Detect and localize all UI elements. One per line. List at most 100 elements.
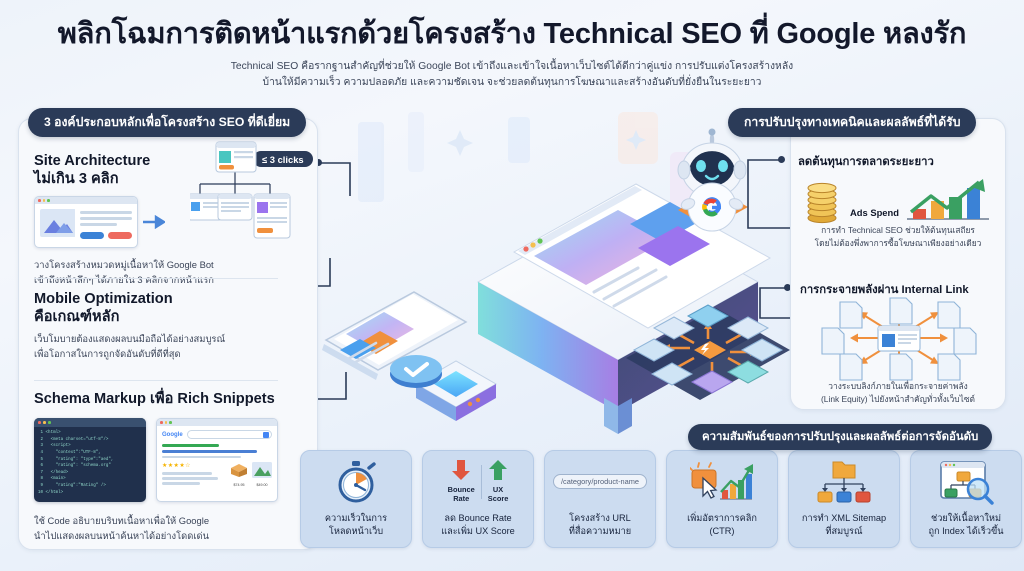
left-block-schema-markup: Schema Markup เพื่อ Rich Snippets xyxy=(34,390,306,408)
card-4-caption-line1: เพิ่มอัตราการคลิก xyxy=(687,513,757,524)
bg-shards xyxy=(358,112,700,212)
card-3-caption: โครงสร้าง URL ที่สื่อความหมาย xyxy=(564,512,636,538)
left-block-2-title-th: คือเกณฑ์หลัก xyxy=(34,309,120,326)
left-block-2-title: Mobile Optimization คือเกณฑ์หลัก xyxy=(34,290,306,326)
coin-stack-icon xyxy=(807,182,837,224)
card-1-caption-line1: ความเร็วในการ xyxy=(324,513,388,524)
arrow-up-green-icon xyxy=(489,460,508,481)
bottom-heading: ความสัมพันธ์ของการปรับปรุงและผลลัพธ์ต่อก… xyxy=(688,424,993,450)
product-thumb-image-icon xyxy=(252,462,272,479)
left-panel-heading: 3 องค์ประกอบหลักเพื่อโครงสร้าง SEO ที่ดี… xyxy=(28,108,307,137)
click-chart-icon xyxy=(667,451,777,512)
internal-link-diagram xyxy=(821,297,977,381)
card-6-caption-line1: ช่วยให้เนื้อหาใหม่ xyxy=(930,513,1002,524)
left-block-1-body-line1: วางโครงสร้างหมวดหมู่เนื้อหาให้ Google Bo… xyxy=(34,259,214,270)
product-thumb-box-icon xyxy=(231,464,247,478)
left-block-1-body-line2: เข้าถึงหน้าลึกๆ ได้ภายใน 3 คลิกจากหน้าแร… xyxy=(34,273,214,285)
bounce-label-2: Rate xyxy=(453,494,470,504)
url-pill-icon: /category/product-name xyxy=(545,451,655,512)
arrow-down-red-icon xyxy=(452,460,471,481)
page-title: พลิกโฉมการติดหน้าแรกด้วยโครงสร้าง Techni… xyxy=(57,18,967,50)
left-block-1-title-th: ไม่เกิน 3 คลิก xyxy=(34,171,119,188)
left-block-3-body: ใช้ Code อธิบายบริบทเนื้อหาเพื่อให้ Goog… xyxy=(34,514,278,543)
ux-label-2: Score xyxy=(487,494,509,504)
product-price-1: $74.95 xyxy=(233,483,245,488)
isometric-scene-svg xyxy=(322,112,790,434)
card-3-caption-line2: ที่สื่อความหมาย xyxy=(568,526,632,537)
right-item-2-title: การกระจายพลังผ่าน Internal Link xyxy=(800,284,969,296)
clicks-badge: ≤ 3 clicks xyxy=(253,151,313,167)
left-block-2-body-line2: เพื่อโอกาสในการถูกจัดอันดับที่ดีที่สุด xyxy=(34,348,181,360)
left-block-site-architecture: Site Architecture ไม่เกิน 3 คลิก xyxy=(34,152,306,188)
right-item-2-body-line2: (Link Equity) ไปยังหน้าสำคัญทั่วทั้งเว็บ… xyxy=(821,393,975,404)
serp-dot-green xyxy=(169,421,172,424)
left-block-3-body-line2: นำไปแสดงผลบนหน้าค้นหาได้อย่างโดดเด่น xyxy=(34,529,210,541)
connector-dot-cost xyxy=(778,156,785,163)
subtitle-line-1: Technical SEO คือรากฐานสำคัญที่ช่วยให้ G… xyxy=(230,61,794,73)
index-search-icon xyxy=(911,451,1021,512)
serp-brand-logo: Google xyxy=(162,431,183,438)
card-bounce-ux[interactable]: Bounce Rate UX Score xyxy=(422,450,534,548)
mobile-phone-mock xyxy=(322,291,468,380)
product-price-2: $49.00 xyxy=(256,483,268,488)
stopwatch-icon xyxy=(301,451,411,512)
card-ctr[interactable]: เพิ่มอัตราการคลิก (CTR) xyxy=(666,450,778,548)
code-window: 1 <html> 2 <meta charset="utf-8"/> 3 <sc… xyxy=(34,418,146,502)
card-4-caption: เพิ่มอัตราการคลิก (CTR) xyxy=(682,512,762,538)
left-block-3-title-en: Schema Markup เพื่อ Rich Snippets xyxy=(34,391,275,407)
connector-dot-internal-link xyxy=(784,284,791,291)
search-icon xyxy=(263,431,269,438)
rating-stars-icon: ★★★★☆ xyxy=(162,463,191,470)
serp-search-box[interactable] xyxy=(186,430,272,439)
card-2-caption-line1: ลด Bounce Rate xyxy=(444,513,512,524)
right-panel-heading: การปรับปรุงทางเทคนิคและผลลัพธ์ที่ได้รับ xyxy=(728,108,977,137)
serp-titlebar xyxy=(157,419,277,426)
header: พลิกโฉมการติดหน้าแรกด้วยโครงสร้าง Techni… xyxy=(0,0,1024,104)
card-2-caption-line2: และเพิ่ม UX Score xyxy=(441,526,515,537)
left-block-2-body-line1: เว็บโมบายต้องแสดงผลบนมือถือได้อย่างสมบูร… xyxy=(34,333,226,345)
card-2-caption: ลด Bounce Rate และเพิ่ม UX Score xyxy=(436,512,520,538)
browser-dot-yellow xyxy=(42,199,46,202)
left-block-2-body: เว็บโมบายต้องแสดงผลบนมือถือได้อย่างสมบูร… xyxy=(34,332,262,361)
code-lines: 1 <html> 2 <meta charset="utf-8"/> 3 <sc… xyxy=(38,431,114,495)
card-4-caption-line2: (CTR) xyxy=(709,526,735,537)
ux-label-1: UX xyxy=(492,485,504,495)
card-xml-sitemap[interactable]: การทำ XML Sitemap ที่สมบูรณ์ xyxy=(788,450,900,548)
left-block-2-title-en: Mobile Optimization xyxy=(34,291,173,307)
ads-spend-label: Ads Spend xyxy=(850,207,899,218)
sitemap-tree-icon xyxy=(789,451,899,512)
google-g-icon xyxy=(702,197,721,217)
code-dot-green xyxy=(48,421,51,424)
card-1-caption: ความเร็วในการ โหลดหน้าเว็บ xyxy=(320,512,392,538)
card-page-speed[interactable]: ความเร็วในการ โหลดหน้าเว็บ xyxy=(300,450,412,548)
left-block-1-body: วางโครงสร้างหมวดหมู่เนื้อหาให้ Google Bo… xyxy=(34,258,264,287)
left-block-3-title: Schema Markup เพื่อ Rich Snippets xyxy=(34,390,306,408)
card-6-caption: ช่วยให้เนื้อหาใหม่ ถูก Index ได้เร็วขึ้น xyxy=(923,512,1008,538)
internal-link-hub xyxy=(626,304,790,400)
right-item-2-body-line1: วางระบบลิงก์ภายในเพื่อกระจายค่าพลัง xyxy=(828,381,968,391)
google-bot-mascot xyxy=(677,128,747,232)
card-indexing[interactable]: ช่วยให้เนื้อหาใหม่ ถูก Index ได้เร็วขึ้น xyxy=(910,450,1022,548)
connector-dot-site-architecture xyxy=(315,159,322,166)
card-1-caption-line2: โหลดหน้าเว็บ xyxy=(328,526,384,537)
browser-mock-site-architecture xyxy=(34,196,138,248)
divider-2 xyxy=(34,380,278,381)
ads-spend-chart-illustration: Ads Spend xyxy=(800,178,1000,224)
card-5-caption-line2: ที่สมบูรณ์ xyxy=(825,526,863,537)
browser-titlebar xyxy=(35,197,137,204)
bottom-cards-row: ความเร็วในการ โหลดหน้าเว็บ Bounce Rate xyxy=(300,450,1022,548)
check-badge xyxy=(390,355,442,388)
card-url-structure[interactable]: /category/product-name โครงสร้าง URL ที่… xyxy=(544,450,656,548)
serp-dot-yellow xyxy=(164,421,168,424)
bounce-label-1: Bounce xyxy=(447,485,475,495)
page-subtitle: Technical SEO คือรากฐานสำคัญที่ช่วยให้ G… xyxy=(172,59,852,91)
right-item-1-body-line1: การทำ Technical SEO ช่วยให้ต้นทุนเสถียร xyxy=(821,225,975,235)
serp-preview-window: Google ★★★★☆ xyxy=(156,418,278,502)
hub-page-tiles xyxy=(632,304,784,394)
serp-dot-red xyxy=(160,421,163,424)
arrow-right-icon xyxy=(143,215,165,229)
code-dot-red xyxy=(38,421,41,424)
card-6-caption-line2: ถูก Index ได้เร็วขึ้น xyxy=(928,526,1004,537)
left-block-1-title-en: Site Architecture xyxy=(34,153,151,169)
